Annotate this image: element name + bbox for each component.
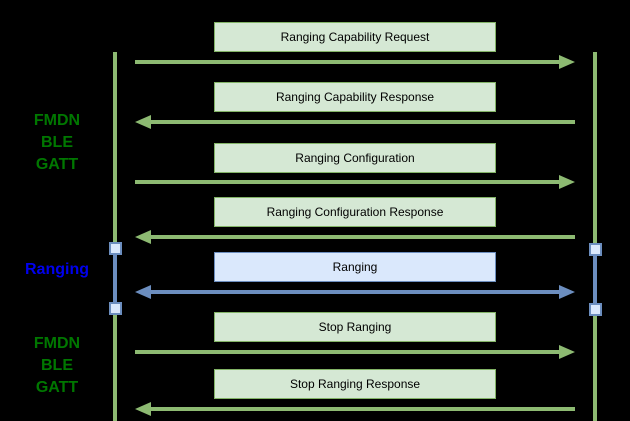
arrow-left-ranging-capability-response: [135, 114, 575, 130]
arrow-left-stop-ranging-response: [135, 401, 575, 417]
lane-label-line: GATT: [35, 156, 79, 173]
arrow-shaft: [135, 350, 562, 354]
left-activation-start-marker: [109, 242, 122, 255]
lane-label-line: FMDN: [33, 335, 81, 352]
lane-label-line: BLE: [41, 134, 73, 151]
message-box-ranging-configuration: Ranging Configuration: [214, 143, 496, 173]
arrow-shaft: [148, 290, 562, 294]
lane-label-line: FMDN: [33, 112, 81, 129]
arrowhead-left-icon: [135, 230, 151, 244]
arrowhead-right-icon: [559, 345, 575, 359]
message-box-ranging-configuration-response: Ranging Configuration Response: [214, 197, 496, 227]
arrow-right-ranging-configuration: [135, 174, 575, 190]
arrow-shaft: [135, 60, 562, 64]
message-box-ranging-capability-request: Ranging Capability Request: [214, 22, 496, 52]
arrow-bidirectional-ranging: [135, 284, 575, 300]
arrowhead-left-icon: [135, 285, 151, 299]
left-lifeline: [113, 52, 117, 421]
arrow-shaft: [148, 120, 575, 124]
arrow-shaft: [148, 235, 575, 239]
right-activation-start-marker: [589, 243, 602, 256]
message-box-ranging: Ranging: [214, 252, 496, 282]
right-activation-line: [593, 250, 597, 308]
left-activation-end-marker: [109, 302, 122, 315]
lane-label-ranging: Ranging: [8, 259, 106, 281]
arrowhead-right-icon: [559, 55, 575, 69]
message-box-ranging-capability-response: Ranging Capability Response: [214, 82, 496, 112]
arrow-left-ranging-configuration-response: [135, 229, 575, 245]
arrow-shaft: [135, 180, 562, 184]
lane-label-fmdn-ble-gatt-bottom: FMDN BLE GATT: [8, 333, 106, 399]
right-lifeline: [593, 52, 597, 421]
message-box-stop-ranging-response: Stop Ranging Response: [214, 369, 496, 399]
message-box-stop-ranging: Stop Ranging: [214, 312, 496, 342]
arrowhead-left-icon: [135, 402, 151, 416]
lane-label-line: Ranging: [25, 261, 89, 278]
lane-label-fmdn-ble-gatt-top: FMDN BLE GATT: [8, 110, 106, 176]
arrowhead-right-icon: [559, 175, 575, 189]
arrow-right-stop-ranging: [135, 344, 575, 360]
arrow-shaft: [148, 407, 575, 411]
left-activation-line: [113, 250, 117, 308]
arrowhead-left-icon: [135, 115, 151, 129]
arrow-right-ranging-capability-request: [135, 54, 575, 70]
lane-label-line: BLE: [41, 357, 73, 374]
arrowhead-right-icon: [559, 285, 575, 299]
right-activation-end-marker: [589, 303, 602, 316]
lane-label-line: GATT: [35, 379, 79, 396]
